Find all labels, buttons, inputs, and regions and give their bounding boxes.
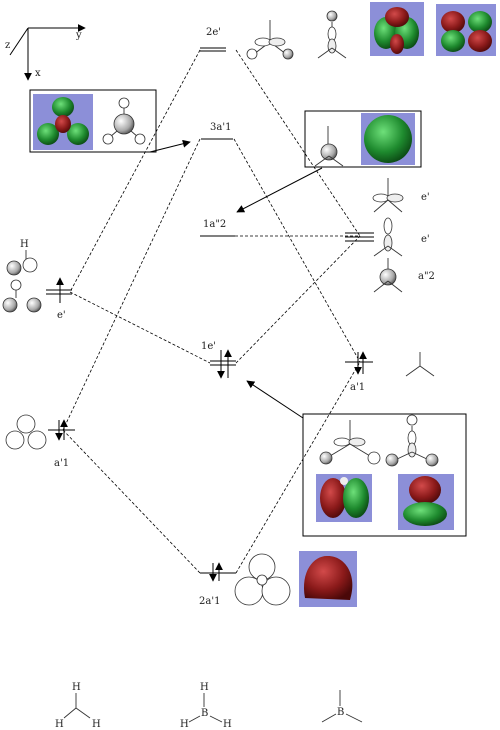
left-h-label: H xyxy=(20,239,29,250)
inset-lower-1e xyxy=(302,413,467,537)
sketch-right-e-top xyxy=(372,178,404,213)
inset-left-3a1 xyxy=(29,89,157,153)
sketch-2e-b xyxy=(317,10,347,59)
bh3-b: B xyxy=(201,708,208,719)
left-level-a1: a'1 xyxy=(48,419,75,469)
left-level-e: e' xyxy=(46,277,72,321)
axis-z-label: z xyxy=(5,40,10,51)
sketch-right-a1 xyxy=(405,352,435,377)
left-label-e: e' xyxy=(57,310,66,321)
right-label-e-top: e' xyxy=(421,192,430,203)
label-1e: 1e' xyxy=(201,341,216,352)
inset-right-a2 xyxy=(304,110,422,168)
label-2a1: 2a'1 xyxy=(199,596,220,607)
sketch-2e-a xyxy=(246,20,294,60)
arrow-right-to-1a2 xyxy=(236,167,323,213)
axes-triad: y x z xyxy=(5,24,86,81)
left-label-a1: a'1 xyxy=(54,458,69,469)
bh3-h-left: H xyxy=(180,719,189,730)
b-frag-label: B xyxy=(337,707,344,718)
right-label-a2: a"2 xyxy=(418,271,435,282)
level-2e: 2e' xyxy=(200,27,226,52)
molecule-methyl: H H H xyxy=(55,682,101,730)
sketch-left-a1 xyxy=(5,414,47,450)
axis-y-label: y xyxy=(75,30,82,41)
molecule-bh3: H B H H xyxy=(180,682,232,730)
level-1e: 1e' xyxy=(201,341,236,379)
sketch-right-a2 xyxy=(373,258,403,293)
bh3-h-top: H xyxy=(200,682,209,693)
mo-render-2e-b xyxy=(436,4,496,56)
right-label-a1: a'1 xyxy=(350,382,365,393)
label-2e: 2e' xyxy=(206,27,221,38)
right-label-e-mid: e' xyxy=(421,234,430,245)
methyl-h-right: H xyxy=(92,719,101,730)
sketch-2a1 xyxy=(234,551,357,607)
arrow-left-to-3a1 xyxy=(149,139,191,153)
molecule-b-fragment: B xyxy=(321,690,363,723)
right-level-a1: a'1 xyxy=(345,351,373,393)
correlation-lines xyxy=(62,49,361,574)
methyl-h-left: H xyxy=(55,719,64,730)
bh3-h-right: H xyxy=(223,719,232,730)
methyl-h-top: H xyxy=(72,682,81,693)
level-1a2: 1a"2 xyxy=(200,219,235,237)
label-3a1: 3a'1 xyxy=(210,122,231,133)
mo-render-2e-a xyxy=(370,2,424,56)
level-2a1: 2a'1 xyxy=(199,562,236,607)
sketch-right-e-mid xyxy=(373,217,403,257)
axis-x-label: x xyxy=(35,68,41,79)
arrow-lower-to-1e xyxy=(246,380,304,419)
level-3a1: 3a'1 xyxy=(201,122,233,140)
label-1a2: 1a"2 xyxy=(203,219,226,230)
sketch-left-e: H xyxy=(2,239,42,313)
right-level-stack: e' e' a"2 xyxy=(345,192,435,282)
